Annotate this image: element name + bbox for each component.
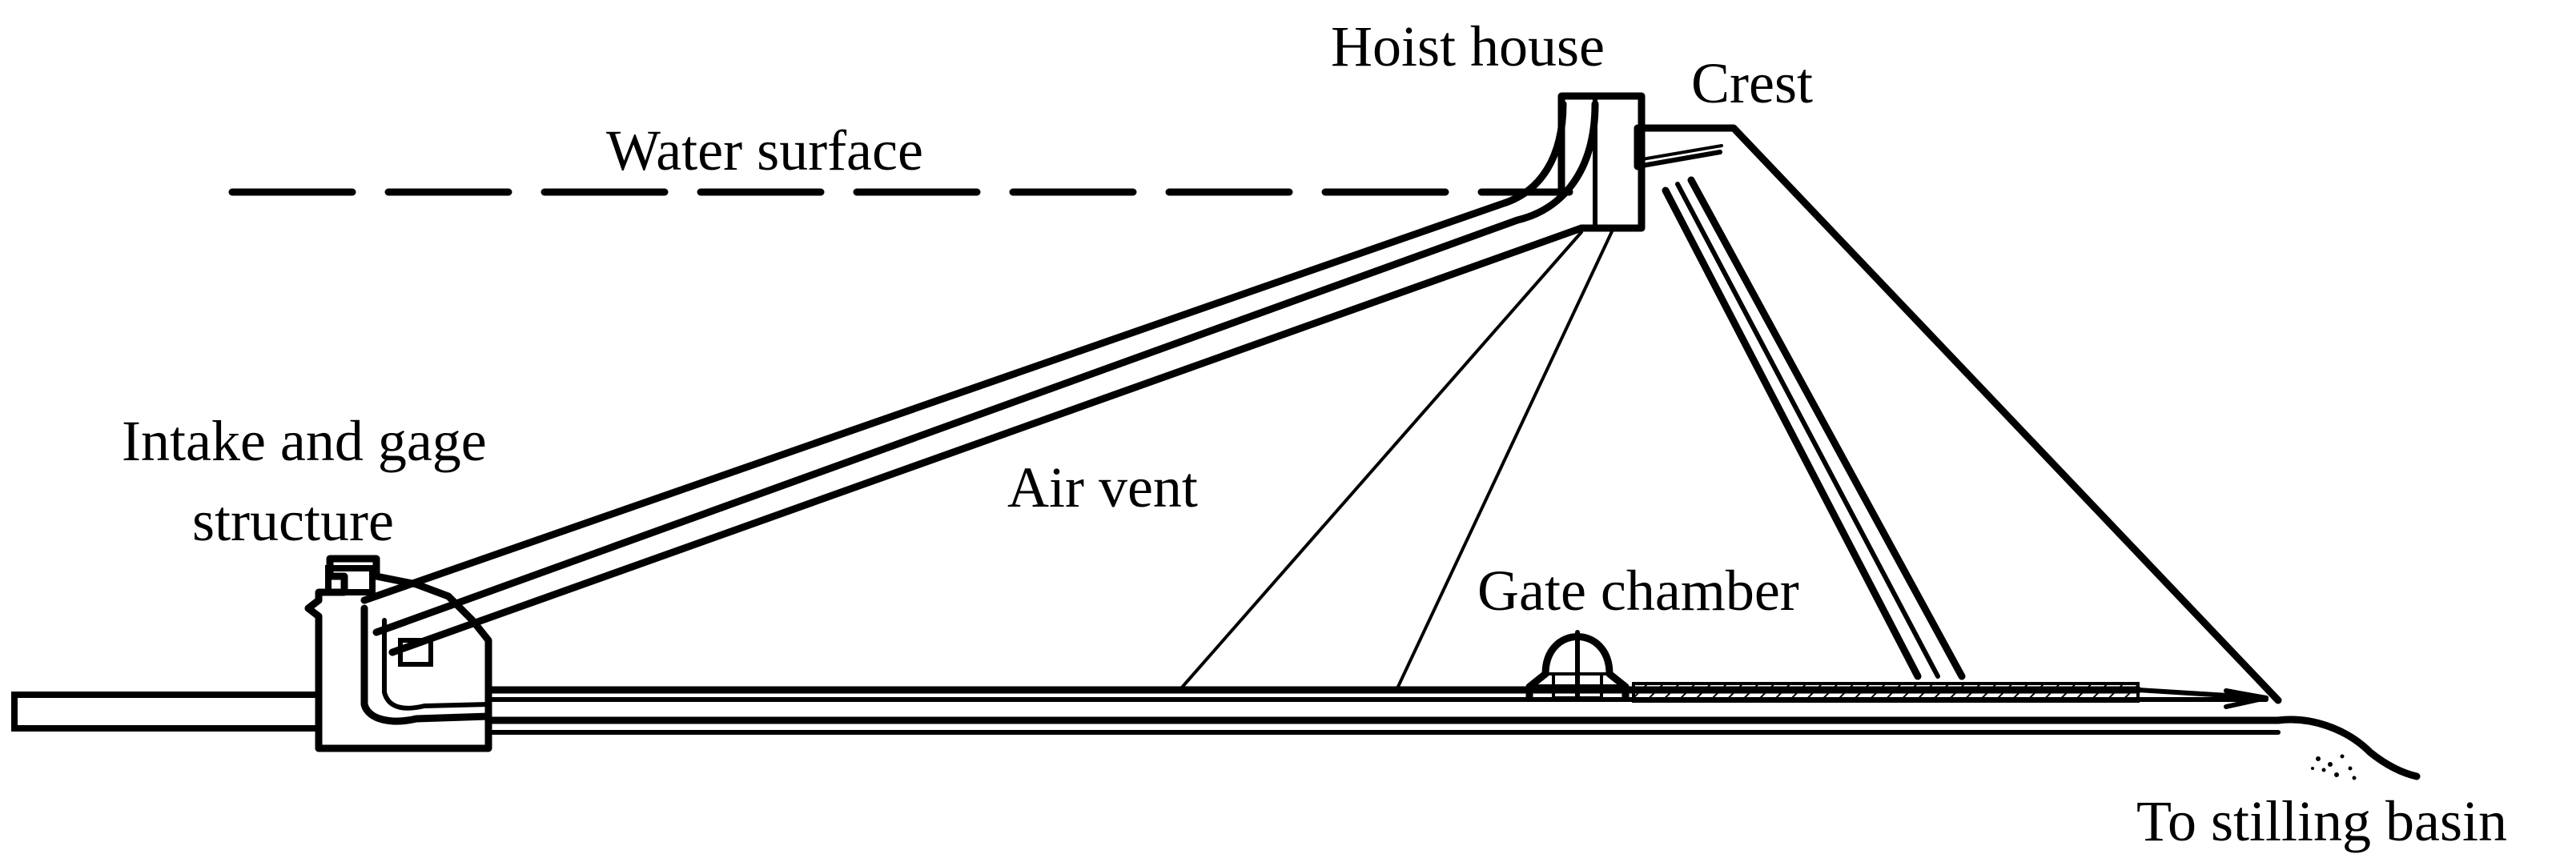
air-vent-conduit <box>360 100 1638 656</box>
label-intake-line-1: Intake and gage <box>122 409 487 473</box>
guide-lines <box>1179 227 1615 690</box>
intake-structure <box>304 555 492 752</box>
hoist-house <box>1557 92 1646 232</box>
gate-chamber <box>1525 630 1630 702</box>
stilling-basin-channel <box>2274 716 2421 780</box>
label-intake-line-2: structure <box>192 489 394 553</box>
label-gate-chamber: Gate chamber <box>1477 559 1799 623</box>
label-hoist-house: Hoist house <box>1331 14 1605 78</box>
label-crest: Crest <box>1691 51 1813 115</box>
label-water-surface: Water surface <box>606 118 923 182</box>
label-air-vent: Air vent <box>1007 455 1198 519</box>
label-stilling-basin: To stilling basin <box>2136 789 2507 853</box>
dam-embankment <box>1634 124 2282 704</box>
outlet-conduit <box>11 682 2282 735</box>
gate-shaft <box>1662 176 1966 680</box>
